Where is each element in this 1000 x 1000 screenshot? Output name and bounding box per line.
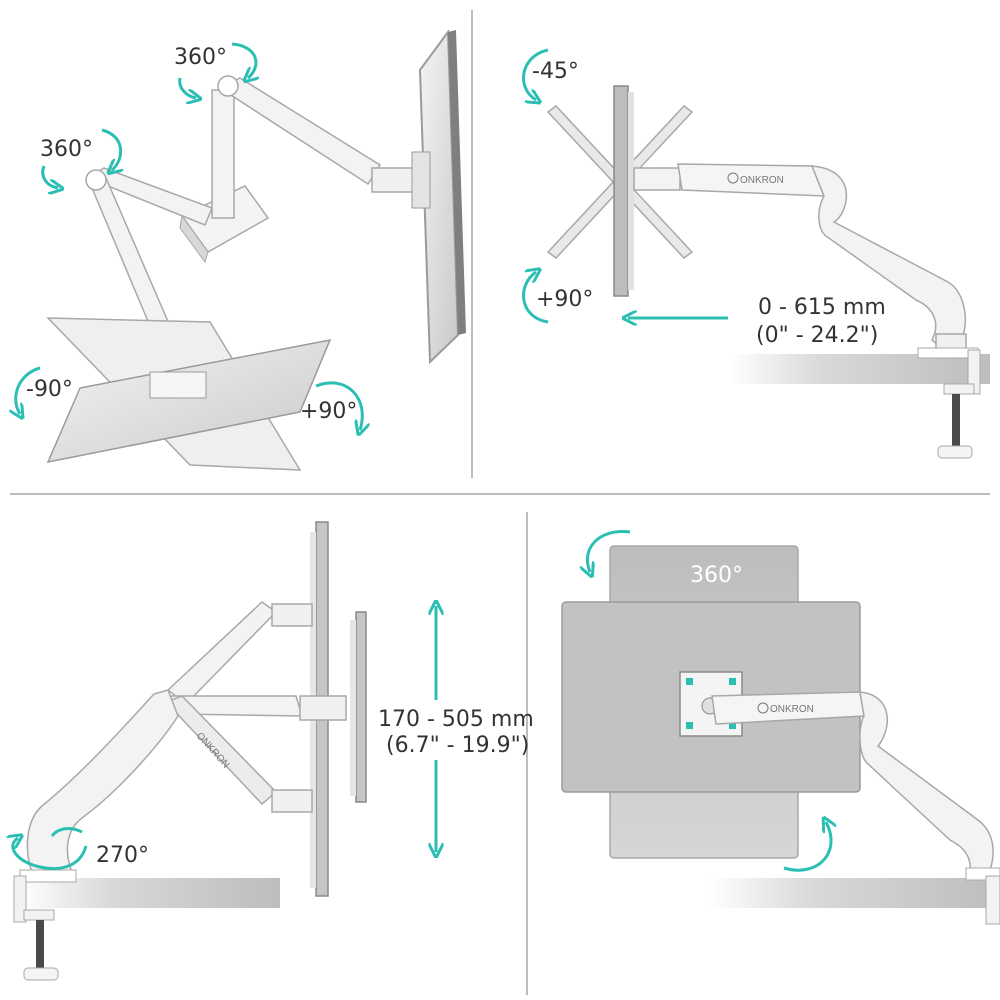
label-rot-lower: 360° — [40, 137, 93, 162]
label-height-metric: 170 - 505 mm — [378, 707, 534, 732]
upper-arm — [211, 75, 431, 219]
label-extension-imperial: (0" - 24.2") — [756, 323, 878, 348]
label-height-imperial: (6.7" - 19.9") — [386, 733, 529, 758]
panel-dividers — [10, 10, 990, 995]
rotate-arrow-icon — [587, 530, 631, 572]
rotate-arrow-icon — [41, 165, 58, 188]
monitor-portrait — [418, 29, 466, 365]
panel-bottom-right: ONKRON 360° — [561, 530, 1000, 925]
desk-clamp — [13, 869, 280, 981]
monitor-arm-positions: ONKRON — [26, 601, 347, 873]
tilt-arrow-icon — [522, 272, 549, 324]
rotate-arrow-icon — [16, 366, 41, 414]
monitor-arm-extended: ONKRON — [633, 163, 967, 357]
label-rotation: 360° — [690, 563, 743, 588]
label-rot-right: +90° — [300, 399, 357, 424]
base-rotate-arrow-icon — [13, 838, 88, 870]
label-base-rotation: 270° — [96, 843, 149, 868]
rotate-arrow-icon — [101, 128, 121, 170]
tilt-arrow-icon — [522, 48, 549, 100]
desk-base — [179, 185, 270, 264]
label-tilt-down: +90° — [536, 287, 593, 312]
label-tilt-up: -45° — [532, 59, 579, 84]
rotate-arrow-icon — [178, 77, 196, 98]
monitor-arm-rear: ONKRON — [711, 691, 994, 873]
label-extension-metric: 0 - 615 mm — [758, 295, 886, 320]
brand-label: ONKRON — [740, 175, 784, 186]
rotate-arrow-icon — [231, 42, 256, 78]
brand-label: ONKRON — [770, 704, 814, 715]
monitor-tilt-range — [546, 85, 694, 297]
monitor-rotated-pair — [46, 317, 332, 471]
label-rot-upper: 360° — [174, 45, 227, 70]
rotate-arrow-icon — [315, 381, 362, 430]
panel-bottom-left: ONKRON 170 - 505 mm (6.7" - 19.9") 270° — [13, 521, 534, 981]
label-rot-left: -90° — [26, 377, 73, 402]
rotate-arrow-icon — [783, 822, 831, 872]
desk-clamp — [710, 867, 1000, 925]
panel-top-left: 360° 360° -90° +90° — [16, 29, 466, 471]
desk-clamp — [730, 347, 990, 459]
panel-top-right: ONKRON -45° +90° 0 - 615 mm (0" - 24.2") — [522, 48, 990, 459]
base-rotate-arrow-icon — [50, 827, 83, 837]
